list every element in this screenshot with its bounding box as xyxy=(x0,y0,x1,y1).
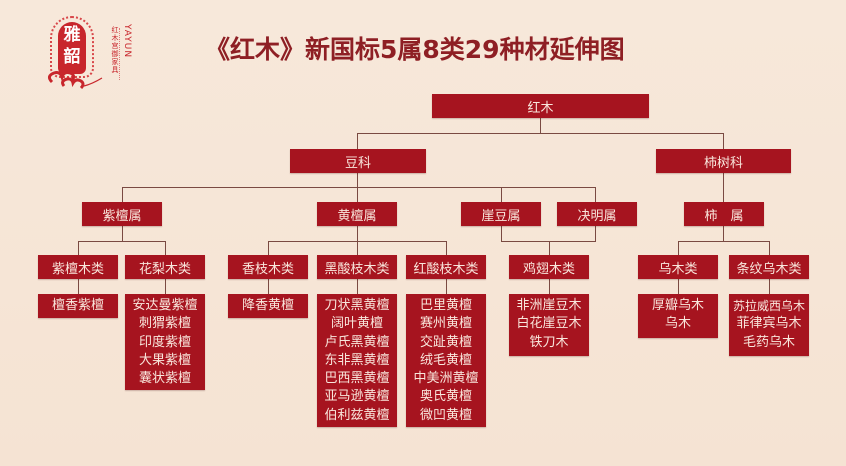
connector xyxy=(540,118,541,133)
species-list-hongsuanzhi: 巴里黄檀 赛州黄檀 交趾黄檀 绒毛黄檀 中美洲黄檀 奥氏黄檀 微凹黄檀 xyxy=(406,294,486,427)
species-item: 中美洲黄檀 xyxy=(413,371,479,387)
species-item: 阔叶黄檀 xyxy=(330,316,383,332)
species-item: 降香黄檀 xyxy=(241,298,294,313)
seal-char-1: 雅 xyxy=(63,25,81,45)
connector xyxy=(122,187,123,202)
species-item: 铁刀木 xyxy=(529,334,569,350)
species-item: 印度紫檀 xyxy=(138,334,191,350)
node-class-huali: 花梨木类 xyxy=(125,255,205,279)
species-list-jichi: 非洲崖豆木 白花崖豆木 铁刀木 xyxy=(509,294,589,356)
connector xyxy=(501,241,596,242)
connector xyxy=(446,241,447,255)
connector xyxy=(723,226,724,241)
node-genus-dalbergia: 黄檀属 xyxy=(317,202,397,226)
connector xyxy=(165,241,166,255)
connector xyxy=(357,226,358,255)
connector xyxy=(678,241,770,242)
connector xyxy=(769,241,770,255)
species-item: 非洲崖豆木 xyxy=(516,298,582,313)
brand-chinese: 红木宫御家具 xyxy=(111,26,119,74)
species-item: 奥氏黄檀 xyxy=(419,389,472,405)
seal-text: 雅 韶 xyxy=(60,24,84,68)
species-item: 安达曼紫檀 xyxy=(132,298,198,313)
species-item: 赛州黄檀 xyxy=(419,316,472,332)
species-item: 绒毛黄檀 xyxy=(419,352,472,368)
species-list-xiangzhi: 降香黄檀 xyxy=(228,294,308,318)
species-list-wumu: 厚瓣乌木 乌木 xyxy=(638,294,718,338)
species-item: 菲律宾乌木 xyxy=(736,316,802,332)
node-genus-diospyros: 柿 属 xyxy=(684,202,764,226)
connector xyxy=(549,279,550,294)
connector xyxy=(357,279,358,294)
page-title: 《红木》新国标5属8类29种材延伸图 xyxy=(205,35,625,64)
species-item: 东非黑黄檀 xyxy=(324,352,390,368)
species-item: 刺猬紫檀 xyxy=(138,316,191,332)
connector xyxy=(723,173,724,202)
connector xyxy=(268,241,447,242)
species-item: 卢氏黑黄檀 xyxy=(324,334,390,350)
connector xyxy=(723,133,724,149)
species-item: 乌木 xyxy=(664,316,691,332)
species-item: 伯利兹黄檀 xyxy=(324,407,390,423)
connector xyxy=(122,226,123,241)
species-item: 巴里黄檀 xyxy=(419,298,472,313)
node-class-hongsuanzhi: 红酸枝木类 xyxy=(406,255,486,279)
species-item: 交趾黄檀 xyxy=(419,334,472,350)
connector xyxy=(357,133,358,149)
species-list-tiaowen-wumu: 苏拉威西乌木 菲律宾乌木 毛药乌木 xyxy=(729,294,809,356)
node-genus-cassia: 决明属 xyxy=(557,202,637,226)
species-item: 苏拉威西乌木 xyxy=(732,299,805,313)
connector xyxy=(122,187,596,188)
yayun-logo: 雅 韶 红木宫御家具 YAYUN xyxy=(22,8,142,92)
species-item: 厚瓣乌木 xyxy=(651,298,704,313)
connector xyxy=(78,241,79,255)
species-list-huali: 安达曼紫檀 刺猬紫檀 印度紫檀 大果紫檀 囊状紫檀 xyxy=(125,294,205,390)
species-item: 毛药乌木 xyxy=(742,334,795,350)
node-family-legume: 豆科 xyxy=(290,149,426,173)
brand-divider xyxy=(119,28,122,80)
node-class-zitan: 紫檀木类 xyxy=(38,255,118,279)
cloud-icon xyxy=(47,71,103,90)
species-item: 巴西黑黄檀 xyxy=(324,371,390,387)
species-list-zitan: 檀香紫檀 xyxy=(38,294,118,318)
species-list-heisuanzhi: 刀状黑黄檀 阔叶黄檀 卢氏黑黄檀 东非黑黄檀 巴西黑黄檀 亚马逊黄檀 伯利兹黄檀 xyxy=(317,294,397,427)
connector xyxy=(78,241,166,242)
connector xyxy=(678,241,679,255)
species-item: 大果紫檀 xyxy=(138,352,191,368)
node-root: 红木 xyxy=(432,94,649,118)
species-item: 囊状紫檀 xyxy=(138,371,191,387)
seal-ring xyxy=(50,16,94,78)
connector xyxy=(501,187,502,202)
seal xyxy=(58,22,86,74)
node-class-tiaowen-wumu: 条纹乌木类 xyxy=(729,255,809,279)
species-item: 檀香紫檀 xyxy=(51,298,104,313)
connector xyxy=(595,226,596,241)
connector xyxy=(501,226,502,241)
node-genus-pterocarpus: 紫檀属 xyxy=(82,202,162,226)
node-genus-millettia: 崖豆属 xyxy=(461,202,541,226)
connector xyxy=(78,279,79,294)
node-class-jichi: 鸡翅木类 xyxy=(509,255,589,279)
species-item: 亚马逊黄檀 xyxy=(324,389,390,405)
connector xyxy=(268,241,269,255)
connector xyxy=(357,133,724,134)
connector xyxy=(268,279,269,294)
seal-char-2: 韶 xyxy=(63,47,81,67)
node-class-heisuanzhi: 黑酸枝木类 xyxy=(317,255,397,279)
species-item: 微凹黄檀 xyxy=(419,407,472,423)
node-class-xiangzhi: 香枝木类 xyxy=(228,255,308,279)
connector xyxy=(446,279,447,294)
node-class-wumu: 乌木类 xyxy=(638,255,718,279)
brand-english: YAYUN xyxy=(122,24,132,59)
node-family-ebenaceae: 柿树科 xyxy=(656,149,791,173)
species-item: 白花崖豆木 xyxy=(516,316,582,332)
connector xyxy=(595,187,596,202)
connector xyxy=(165,279,166,294)
connector xyxy=(549,241,550,255)
species-item: 刀状黑黄檀 xyxy=(324,298,390,313)
connector xyxy=(769,279,770,294)
connector xyxy=(678,279,679,294)
